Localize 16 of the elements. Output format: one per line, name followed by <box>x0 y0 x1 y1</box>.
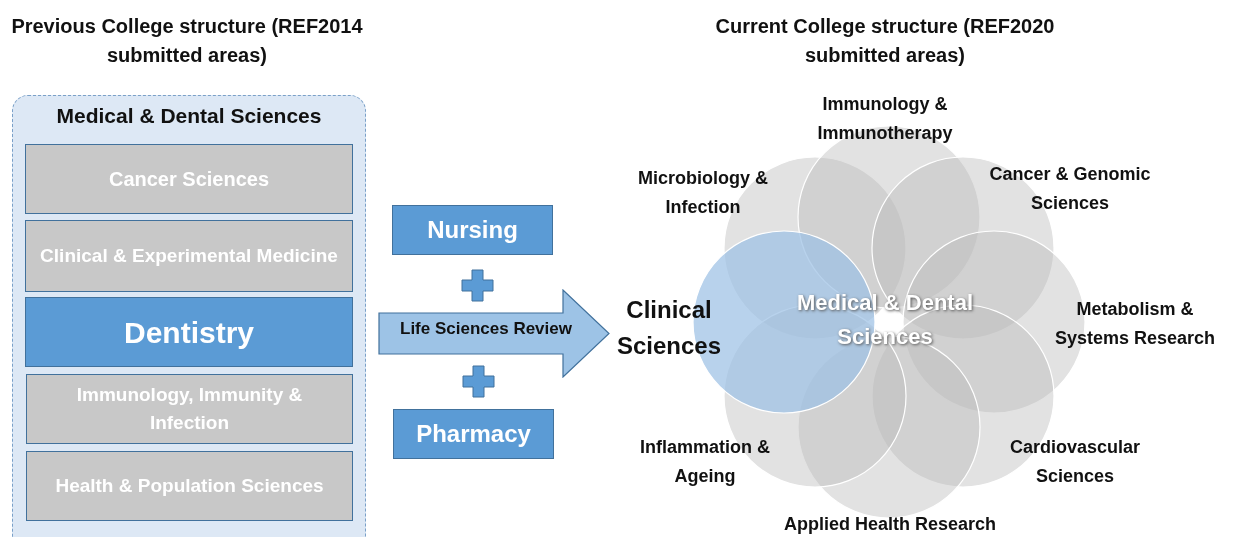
circle-label: Immunology & Immunotherapy <box>816 93 954 145</box>
group-panel <box>12 95 366 537</box>
circle-label: Cardiovascular Sciences <box>1008 436 1141 488</box>
circle-label: Inflammation & Ageing <box>639 436 771 488</box>
arrow-label: Life Sciences Review <box>399 319 573 339</box>
circle-label: Cancer & Genomic Sciences <box>988 163 1152 215</box>
circle-label: Microbiology & Infection <box>637 167 769 219</box>
group-heading: Medical & Dental Sciences <box>55 104 323 128</box>
section-heading: Previous College structure (REF2014 submitted areas) <box>10 14 364 68</box>
circle-label: Metabolism & Systems Research <box>1053 298 1217 350</box>
unit-box: Dentistry <box>25 297 353 367</box>
unit-box: Pharmacy <box>393 409 554 459</box>
section-heading: Current College structure (REF2020 submitted areas) <box>714 14 1056 68</box>
circle-label: Clinical Sciences <box>615 295 723 361</box>
unit-box: Nursing <box>392 205 553 255</box>
circle-label: Applied Health Research <box>782 513 998 536</box>
